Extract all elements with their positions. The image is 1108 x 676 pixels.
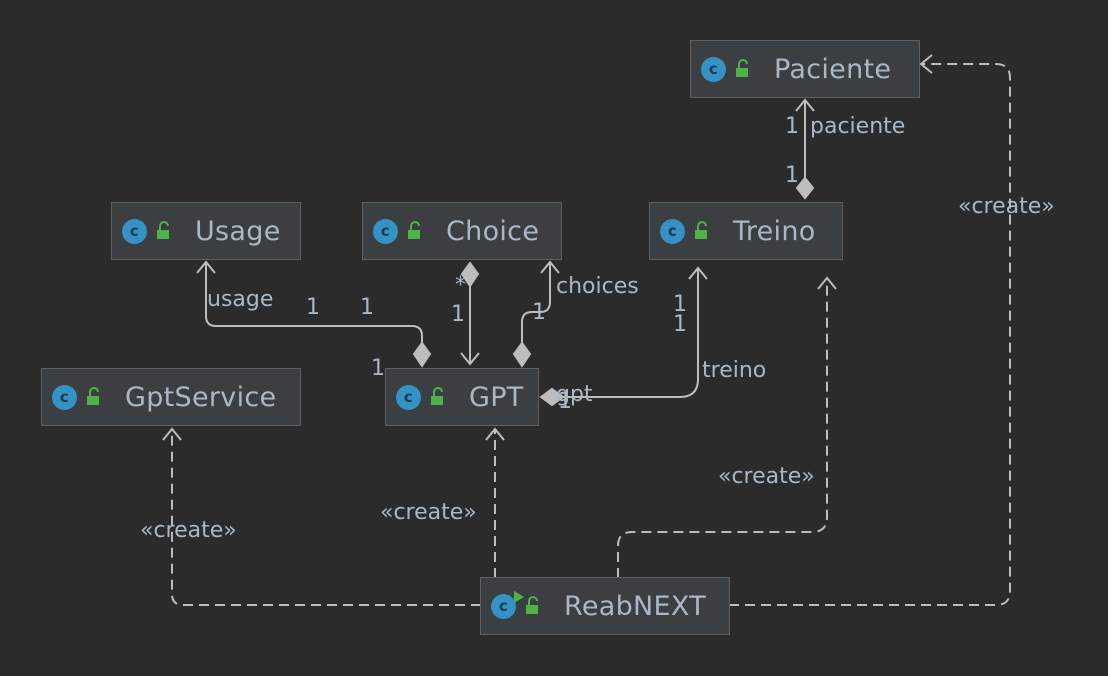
label-treino: treino <box>702 358 766 383</box>
mult-usage-source: 1 <box>360 295 374 320</box>
class-name-gptservice: GptService <box>125 381 277 413</box>
class-name-gpt: GPT <box>469 381 524 413</box>
class-c-icon: c <box>396 384 421 410</box>
class-name-reabnext: ReabNEXT <box>564 590 707 622</box>
class-node-choice[interactable]: c Choice <box>362 202 562 260</box>
public-lock-icon <box>408 221 420 239</box>
class-node-gptservice[interactable]: c GptService <box>41 368 301 426</box>
class-node-gpt[interactable]: c GPT <box>385 368 539 426</box>
class-node-paciente[interactable]: c Paciente <box>690 40 920 98</box>
edge-treino-paciente <box>795 98 815 200</box>
mult-treino-a: 1 <box>673 292 687 317</box>
mult-paciente-source: 1 <box>785 163 799 188</box>
label-paciente: paciente <box>810 114 905 139</box>
class-name-paciente: Paciente <box>774 53 892 85</box>
label-create-treino: «create» <box>718 464 815 489</box>
label-create-gpt: «create» <box>380 500 477 525</box>
edge-gpt-treino <box>539 266 708 407</box>
mult-paciente-target: 1 <box>785 114 799 139</box>
mult-choice-one: 1 <box>451 302 465 327</box>
label-create-gptservice: «create» <box>140 518 237 543</box>
class-c-icon: c <box>122 218 147 244</box>
class-name-treino: Treino <box>733 215 816 247</box>
class-letter: c <box>498 597 509 615</box>
public-lock-icon <box>736 59 748 77</box>
public-lock-icon <box>431 387 443 405</box>
class-name-choice: Choice <box>446 215 540 247</box>
public-lock-icon <box>526 596 538 614</box>
mult-usage-target: 1 <box>306 295 320 320</box>
public-lock-icon <box>87 387 99 405</box>
edge-create-paciente <box>729 63 1011 606</box>
label-gpt: gpt <box>556 382 593 407</box>
class-c-icon: c <box>660 218 685 244</box>
class-c-icon: c <box>701 56 726 82</box>
run-marker-icon <box>514 590 524 603</box>
mult-treino-b: 1 <box>673 312 687 337</box>
class-c-icon: c <box>491 590 524 619</box>
public-lock-icon <box>695 221 707 239</box>
class-c-icon: c <box>373 218 398 244</box>
mult-gpt: 1 <box>558 389 572 414</box>
label-choices: choices <box>556 274 639 299</box>
label-usage: usage <box>207 287 273 312</box>
edge-gpt-choices <box>512 260 560 368</box>
class-node-reabnext[interactable]: c ReabNEXT <box>480 577 730 635</box>
class-c-icon: c <box>52 384 77 410</box>
mult-choice-star: * <box>455 273 466 298</box>
edge-create-treino <box>617 278 828 578</box>
class-node-treino[interactable]: c Treino <box>649 202 843 260</box>
edge-choice-gpt-many <box>460 261 480 366</box>
class-node-usage[interactable]: c Usage <box>111 202 301 260</box>
edge-create-gptservice <box>171 430 481 606</box>
class-name-usage: Usage <box>195 215 281 247</box>
mult-gpt-left: 1 <box>371 356 385 381</box>
edge-gpt-usage <box>196 260 432 368</box>
label-create-paciente: «create» <box>958 194 1055 219</box>
mult-choices: 1 <box>532 300 546 325</box>
public-lock-icon <box>157 221 169 239</box>
